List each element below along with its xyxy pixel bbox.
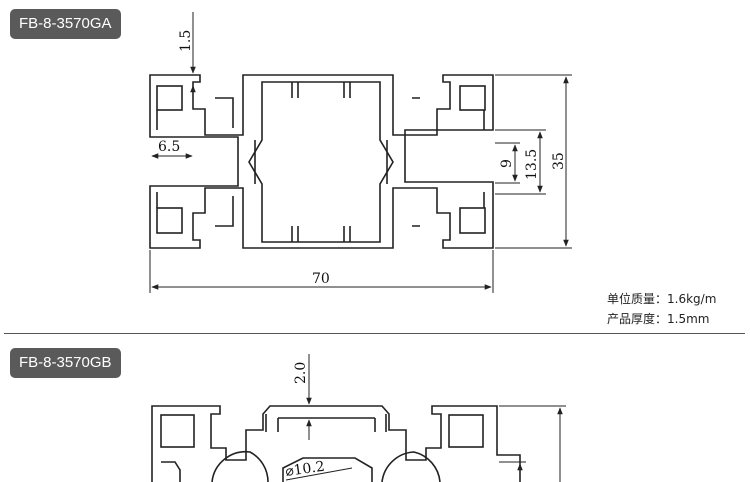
profile-b-top-ribs: [265, 414, 387, 432]
profile-a-slot-lips: [156, 97, 485, 227]
unit-weight-spec: 单位质量：1.6kg/m: [607, 292, 717, 306]
dim-wall-b-label: 2.0: [293, 362, 309, 384]
profile-a-corner-cavity-br: [459, 207, 486, 234]
profile-b-corner-cavity-tr: [448, 414, 484, 448]
dim-slot-inner-label: 6.5: [158, 139, 180, 155]
profile-b-outer-contour: [151, 405, 521, 482]
profile-a-center-chamber: [248, 81, 394, 243]
profile-b-side-lip: [161, 461, 181, 482]
profile-a-chamber-ribs: [254, 82, 388, 242]
profile-a-corner-cavity-tr: [459, 85, 486, 111]
wall-thickness-spec: 产品厚度：1.5mm: [607, 312, 710, 326]
dim-wall-a-label: 1.5: [178, 30, 194, 52]
profile-a-corner-cavity-tl: [156, 85, 183, 111]
profile-b-hole-left: [211, 450, 269, 482]
profile-b-center-boss: [282, 457, 373, 482]
dim-hole-diameter-label: ⌀10.2: [284, 459, 325, 480]
profile-b-outline: [151, 405, 521, 482]
profile-a-code-badge: FB-8-3570GA: [10, 9, 121, 39]
profile-b-corner-cavity-tl: [160, 414, 195, 448]
dim-height-label: 35: [551, 152, 567, 170]
profile-a-corner-cavity-bl: [156, 207, 183, 234]
profile-a-outline: [149, 74, 494, 249]
profile-a-outer-contour: [149, 74, 494, 249]
profile-b-code-badge: FB-8-3570GB: [10, 348, 121, 378]
dim-width-label: 70: [312, 271, 330, 287]
dim-hole-leader: [285, 467, 353, 481]
dim-slot-width-label: 9: [499, 159, 515, 168]
dim-slot-outer-label: 13.5: [524, 149, 540, 180]
profile-a-dimensions: [149, 12, 572, 293]
section-divider: [4, 333, 745, 334]
profile-b-dimensions: [285, 354, 566, 482]
profile-b-hole-right: [381, 451, 441, 482]
